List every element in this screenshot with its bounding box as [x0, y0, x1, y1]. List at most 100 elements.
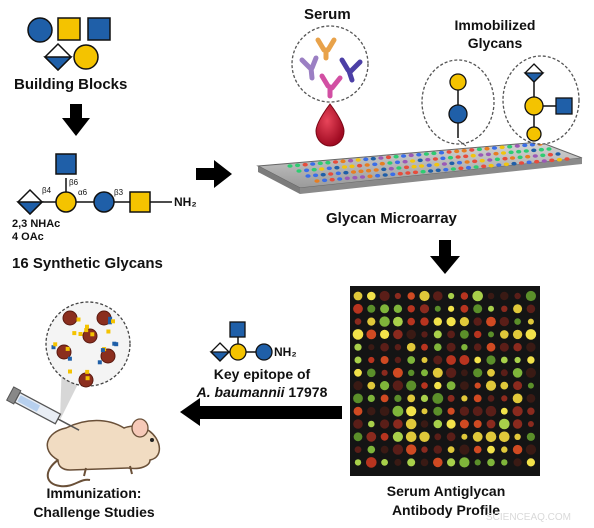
modification-label-nhac: 2,3 NHAc	[12, 218, 61, 230]
microarray-spot	[394, 356, 402, 364]
immobilized-glycans-label: Immobilized Glycans	[430, 16, 560, 52]
array-spot	[523, 149, 529, 153]
array-spot	[534, 159, 540, 164]
array-spot	[464, 160, 470, 164]
array-spots	[287, 142, 570, 183]
microarray-spot	[460, 381, 469, 390]
microarray-spot	[379, 290, 390, 302]
microarray-spot	[367, 368, 376, 378]
array-spot	[381, 167, 387, 172]
microarray-spot	[367, 291, 376, 301]
array-spot	[456, 160, 463, 165]
array-spot	[412, 170, 419, 175]
array-spot	[372, 162, 378, 167]
microarray-spot	[354, 368, 362, 377]
microarray-spot	[487, 292, 495, 300]
microarray-spot	[446, 381, 456, 390]
array-spot	[455, 155, 461, 159]
microarray-spot	[367, 317, 376, 326]
array-spot	[363, 157, 369, 162]
key-epitope-structure	[209, 321, 273, 362]
microarray-spot	[354, 446, 362, 453]
modification-label-oac: 4 OAc	[12, 231, 44, 243]
array-spot	[555, 152, 561, 156]
microarray-spot	[394, 394, 402, 402]
microarray-spot	[419, 431, 430, 442]
microarray-spot	[407, 292, 415, 300]
microarray-spot	[353, 393, 363, 404]
array-spot	[397, 171, 403, 176]
serum-drop-icon	[315, 103, 345, 147]
diamond-icon	[523, 63, 545, 83]
microarray-spot	[380, 329, 390, 339]
microarray-spot	[433, 330, 442, 339]
glycan-antigen-particle	[53, 342, 58, 347]
array-spot	[355, 158, 361, 162]
microarray-spot	[380, 394, 389, 403]
microarray-spot	[367, 304, 376, 313]
microarray-spot	[393, 316, 403, 327]
microarray-spot	[393, 329, 403, 340]
arrow-left-icon	[180, 398, 342, 426]
microarray-spot	[380, 381, 390, 391]
diamond-icon	[209, 342, 231, 362]
array-spot	[385, 155, 392, 160]
microarray-spot	[432, 367, 443, 378]
microarray-spot	[512, 419, 523, 429]
immobilized-glycan-bubble-2	[502, 55, 580, 145]
microarray-spot	[500, 369, 508, 377]
array-spot	[517, 155, 523, 160]
array-spot	[540, 153, 546, 158]
microarray-spot	[526, 342, 536, 352]
microarray-spot	[405, 418, 417, 430]
array-spot	[476, 147, 482, 152]
array-spot	[325, 160, 331, 165]
microarray-spot	[421, 446, 428, 453]
glycan-antigen-particle	[85, 376, 90, 381]
array-spot	[394, 160, 401, 165]
microarray-spot	[368, 356, 375, 364]
microarray-spot	[473, 368, 483, 378]
microarray-spot	[499, 316, 509, 327]
key-epitope-line1: Key epitope of	[213, 366, 311, 382]
microarray-spot	[366, 329, 377, 340]
immunization-line1: Immunization:	[46, 485, 142, 501]
array-spot	[446, 150, 452, 154]
microarray-spot	[354, 459, 362, 466]
glcnac-square-blue-icon	[87, 17, 111, 41]
array-spot	[502, 156, 508, 161]
microarray-spot	[379, 406, 390, 417]
array-spot	[484, 146, 490, 151]
microarray-spot	[459, 457, 470, 468]
microarray-spot	[525, 367, 537, 378]
antibody-profile-label: Serum Antiglycan Antibody Profile	[356, 482, 536, 520]
microarray-spot	[367, 407, 376, 416]
diamond-icon	[43, 42, 73, 72]
array-spot	[411, 164, 417, 169]
array-spot	[435, 168, 441, 173]
array-spot	[473, 165, 479, 169]
glcnac-square-blue-icon	[555, 97, 573, 115]
array-spot	[434, 162, 440, 167]
array-spot	[314, 179, 320, 183]
microarray-spot	[472, 406, 483, 417]
array-spot	[440, 156, 446, 161]
array-spot	[526, 160, 532, 165]
synthetic-glycans-label: 16 Synthetic Glycans	[12, 255, 163, 272]
glycan-antigen-particle	[108, 316, 113, 321]
immobilized-glycan-bubble-1	[421, 59, 495, 147]
microarray-result-image	[350, 286, 540, 476]
array-spot	[334, 165, 340, 170]
microarray-spot	[447, 458, 456, 467]
species-name: A. baumannii	[196, 384, 285, 400]
microarray-spot	[459, 317, 469, 327]
microarray-spot	[474, 330, 482, 339]
microarray-spot	[445, 367, 457, 378]
microarray-spot	[407, 317, 416, 326]
arrow-right-icon	[196, 160, 232, 188]
microarray-spot	[392, 380, 404, 391]
antibody-icon	[315, 37, 337, 61]
microarray-spot	[500, 356, 508, 364]
microarray-spot	[380, 342, 389, 352]
microarray-spot	[354, 343, 362, 351]
